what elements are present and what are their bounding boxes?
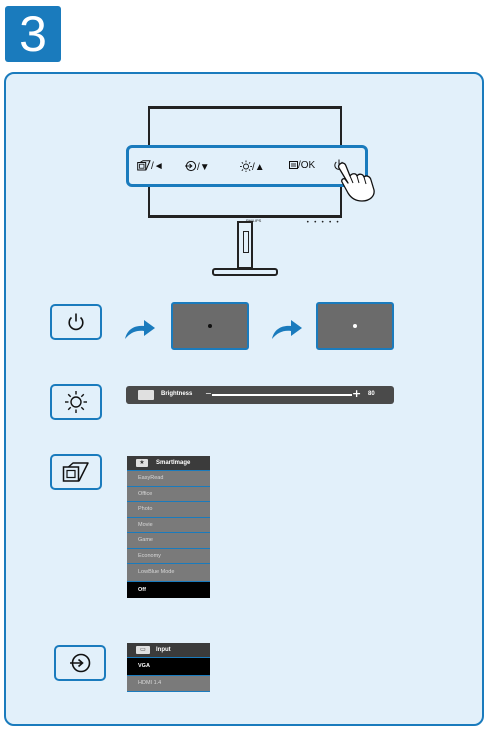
- menu-item-lowblue-mode[interactable]: LowBlue Mode: [127, 564, 210, 582]
- smartimage-button-tile[interactable]: [50, 454, 102, 490]
- screen-state-off: [171, 302, 249, 350]
- brightness-label: Brightness: [161, 391, 193, 397]
- menu-item-easyread[interactable]: EasyRead: [127, 471, 210, 487]
- menu-item-economy[interactable]: Economy: [127, 548, 210, 564]
- monitor-button-dots: • • • • •: [306, 219, 341, 226]
- step-number-badge: 3: [5, 6, 61, 62]
- monitor-base: [212, 268, 278, 276]
- power-led-on: [353, 324, 357, 328]
- power-led-off: [208, 324, 212, 328]
- menu-ok-control[interactable]: /OK: [289, 160, 315, 171]
- input-button-tile[interactable]: [54, 645, 106, 681]
- pressing-hand-icon: [337, 162, 375, 202]
- menu-item-movie[interactable]: Movie: [127, 517, 210, 533]
- monitor-brand-logo: PHILIPS: [246, 218, 262, 223]
- input-menu-header: ▭ Input: [127, 643, 210, 658]
- menu-item-photo[interactable]: Photo: [127, 502, 210, 518]
- star-icon: ★: [136, 459, 148, 467]
- brightness-minus: −: [205, 389, 212, 398]
- brightness-button-tile[interactable]: [50, 384, 102, 420]
- menu-item-vga-selected[interactable]: VGA: [127, 658, 210, 676]
- menu-item-hdmi[interactable]: HDMI 1.4: [127, 676, 210, 692]
- smartimage-menu-title: SmartImage: [156, 460, 191, 466]
- smartimage-left-control[interactable]: /◄: [137, 160, 164, 172]
- smartimage-menu: ★ SmartImage EasyRead Office Photo Movie…: [127, 456, 210, 598]
- input-source-icon: [185, 160, 197, 172]
- brightness-osd-icon: [138, 390, 154, 400]
- power-button-tile[interactable]: [50, 304, 102, 340]
- input-source-icon: [70, 653, 91, 673]
- brightness-plus: +: [352, 387, 362, 400]
- menu-item-office[interactable]: Office: [127, 486, 210, 502]
- next-arrow-icon: [125, 320, 155, 339]
- menu-icon: [289, 161, 298, 169]
- sun-icon: [65, 391, 87, 413]
- input-down-control[interactable]: /▼: [185, 160, 210, 173]
- input-menu: ▭ Input VGA HDMI 1.4: [127, 643, 210, 692]
- brightness-value: 80: [368, 391, 375, 397]
- smartimage-menu-header: ★ SmartImage: [127, 456, 210, 471]
- monitor-stand-slot: [243, 231, 249, 253]
- smartimage-icon: [62, 462, 89, 482]
- smartimage-icon: [137, 160, 151, 171]
- brightness-slider-track[interactable]: [212, 394, 352, 396]
- monitor-bezel-line: [150, 108, 340, 112]
- power-icon: [68, 313, 84, 331]
- menu-item-game[interactable]: Game: [127, 533, 210, 549]
- screen-state-on: [316, 302, 394, 350]
- control-buttons-callout: [126, 145, 368, 187]
- sun-icon: [240, 160, 252, 172]
- input-menu-title: Input: [156, 647, 171, 653]
- menu-item-off-selected[interactable]: Off: [127, 582, 210, 598]
- monitor-icon: ▭: [136, 646, 150, 654]
- brightness-up-control[interactable]: /▲: [240, 160, 265, 173]
- next-arrow-icon: [272, 320, 302, 339]
